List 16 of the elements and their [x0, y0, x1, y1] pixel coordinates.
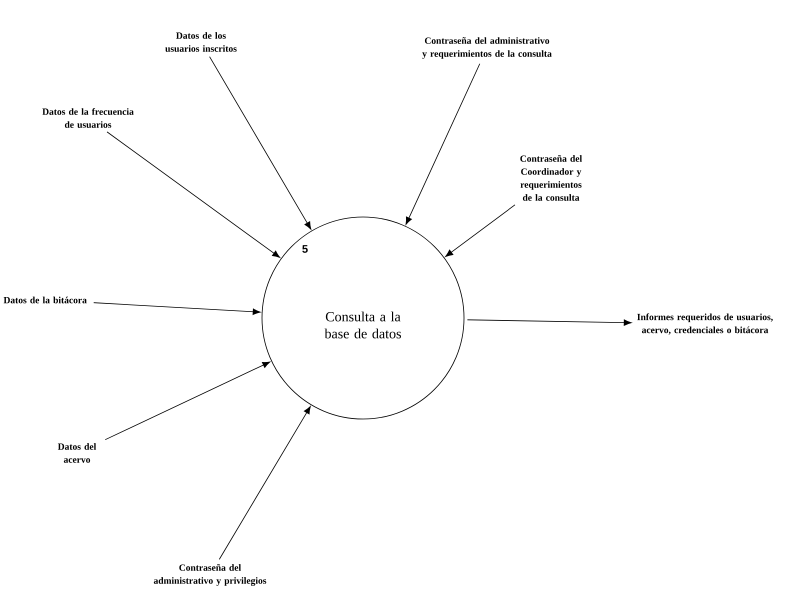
flow-label: Datos de la bitácora: [4, 296, 87, 304]
flow-label: Contraseña del administrativo y requerimientos de la consulta: [422, 37, 552, 59]
arrow: [106, 131, 280, 258]
arrow: [218, 406, 311, 560]
flow-label: Datos del acervo: [58, 443, 96, 463]
arrow: [104, 362, 270, 440]
flow-label: Contraseña del Coordinador y requerimientos de la consulta: [520, 155, 582, 201]
arrow: [406, 63, 480, 225]
flow-label: Datos de los usuarios inscritos: [165, 32, 237, 52]
arrow: [467, 319, 632, 326]
arrow: [209, 56, 312, 230]
flow-label: Datos de la frecuencia de usuarios: [42, 108, 134, 128]
flow-label: Informes requeridos de usuarios, acervo, credenciales o bitácora: [637, 313, 773, 335]
flow-label: Contraseña del administrativo y privilegios: [154, 564, 266, 586]
arrow: [93, 302, 261, 315]
arrow: [445, 204, 516, 257]
